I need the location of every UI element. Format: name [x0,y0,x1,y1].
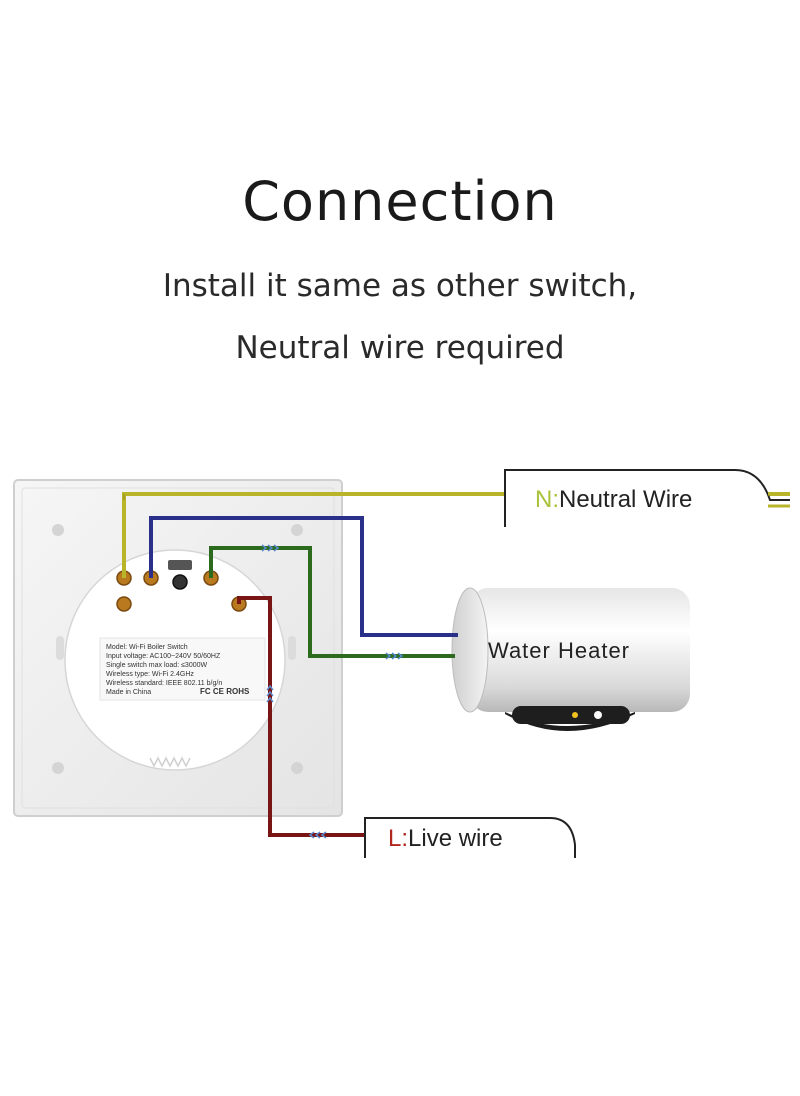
water-heater: Water Heater [451,587,690,731]
spec-marks: FC CE ROHS [200,687,250,696]
green-wire [209,546,455,658]
svg-text:L:Live wire: L:Live wire [388,825,503,852]
blue-wire [149,516,458,637]
screw-hole [52,762,64,774]
neutral-label: Neutral Wire [559,486,692,513]
device-spec-label: Model: Wi-Fi Boiler Switch Input voltage… [99,637,266,701]
neutral-prefix: N: [535,486,559,513]
screw-hole [291,524,303,536]
subtitle-line-1: Install it same as other switch, [162,268,638,304]
live-prefix: L: [388,825,408,852]
page-title: Connection [242,170,558,233]
svg-text:N:Neutral Wire: N:Neutral Wire [535,486,692,513]
spec-line-2: Input voltage: AC100~240V 50/60HZ [106,653,221,660]
live-label: Live wire [408,825,503,852]
live-wire [237,596,365,837]
terminal-4 [116,596,132,612]
spec-line-3: Single switch max load: ≤3000W [106,662,208,669]
flow-arrows [261,544,404,839]
spec-line-5: Wireless standard: IEEE 802.11 b/g/n [106,680,222,687]
spec-line-1: Model: Wi-Fi Boiler Switch [106,644,188,651]
neutral-callout: N:Neutral Wire [504,469,790,527]
spec-line-4: Wireless type: Wi-Fi 2.4GHz [106,671,194,678]
screw-hole [291,762,303,774]
subtitle-line-2: Neutral wire required [235,330,565,366]
live-callout: L:Live wire [364,817,576,858]
spec-line-6: Made in China [106,689,151,696]
screw-hole [52,524,64,536]
terminal-center [172,574,188,590]
heater-label: Water Heater [488,638,630,663]
